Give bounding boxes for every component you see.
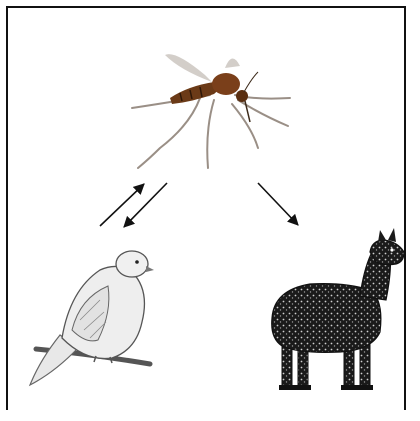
dove-icon	[30, 251, 154, 385]
arrow-bird-to-mosquito	[100, 184, 144, 226]
arrow-mosquito-to-llama	[258, 183, 298, 225]
mosquito-icon	[132, 54, 290, 168]
arrow-mosquito-to-bird	[124, 183, 167, 227]
alpaca-icon	[272, 228, 404, 390]
